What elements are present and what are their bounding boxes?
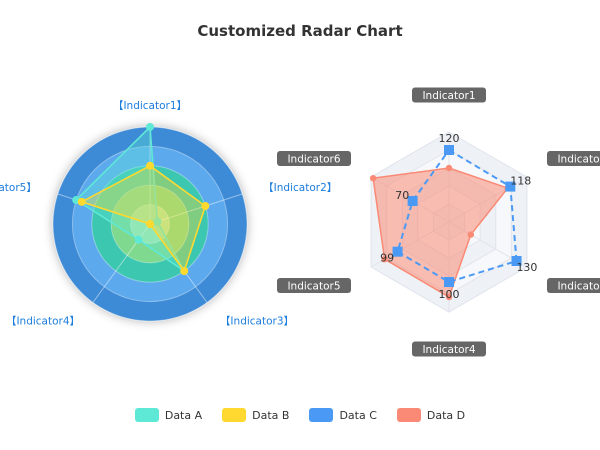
right-point-data-c-1 (444, 145, 454, 155)
left-point-data-a-1 (146, 123, 154, 131)
chart-title: Customized Radar Chart (197, 22, 403, 40)
legend-item-data-d[interactable]: Data D (396, 408, 466, 422)
right-data-label-6: 70 (395, 189, 409, 202)
right-point-data-d-4 (445, 293, 453, 301)
legend-swatch (222, 408, 247, 422)
right-indicator-label-4: Indicator4 (422, 344, 475, 356)
left-indicator-label-1: 【Indicator1】 (113, 100, 187, 112)
right-data-label-2: 118 (510, 175, 531, 188)
left-indicator-label-3: 【Indicator3】 (220, 315, 294, 327)
left-radar: 【Indicator1】【Indicator2】【Indicator3】 【Ind… (0, 100, 337, 327)
right-point-data-c-6 (407, 196, 418, 206)
right-indicator-label-1: Indicator1 (422, 90, 475, 102)
legend-item-data-b[interactable]: Data B (222, 408, 289, 422)
right-point-data-d-5 (381, 256, 388, 263)
right-point-data-c-4 (444, 277, 454, 287)
left-point-data-b-3 (180, 267, 189, 276)
left-indicator-label-4: 【Indicator4】 (6, 315, 80, 327)
right-data-label-5: 99 (380, 252, 394, 265)
left-point-data-b-1 (146, 161, 154, 170)
right-data-label-1: 120 (439, 132, 460, 145)
left-indicator-label-5: 【Indicator5】 (0, 182, 37, 194)
right-indicator-box-5 (277, 278, 352, 293)
right-indicator-box-2 (546, 151, 600, 166)
legend-swatch (134, 408, 159, 422)
left-point-data-b-2 (201, 202, 210, 211)
left-point-data-a-4 (134, 235, 143, 244)
legend-label: Data D (426, 408, 466, 422)
right-radar: 1201181301009970Indicator1Indicator2Indi… (277, 87, 600, 357)
legend: Data A Data B Data C Data D (0, 408, 600, 422)
left-point-data-b-5 (77, 197, 86, 206)
right-indicator-label-3: Indicator3 (557, 281, 600, 293)
right-indicator-label-2: Indicator2 (557, 154, 600, 166)
right-indicator-box-4 (412, 341, 486, 357)
right-indicator-box-6 (277, 151, 352, 166)
legend-label: Data C (339, 408, 377, 422)
right-point-data-c-3 (511, 256, 522, 266)
right-point-data-d-6 (369, 175, 377, 182)
right-point-data-c-5 (392, 246, 403, 257)
right-point-data-d-1 (445, 164, 453, 172)
right-point-data-c-2 (505, 181, 516, 192)
left-area-data-b (79, 164, 207, 273)
legend-label: Data A (164, 408, 203, 422)
right-data-label-3: 130 (516, 261, 537, 274)
legend-item-data-c[interactable]: Data C (309, 408, 377, 422)
left-point-data-a-2 (153, 217, 162, 226)
right-indicator-box-1 (412, 87, 486, 103)
right-indicator-box-3 (546, 278, 600, 293)
legend-label: Data B (252, 408, 290, 422)
left-point-data-b-4 (146, 220, 154, 228)
legend-swatch (396, 408, 421, 422)
right-indicator-label-6: Indicator6 (287, 154, 340, 166)
right-indicator-label-5: Indicator5 (287, 281, 340, 293)
legend-item-data-a[interactable]: Data A (134, 408, 203, 422)
left-axis-2 (149, 193, 243, 225)
right-point-data-d-3 (467, 231, 475, 238)
left-indicator-label-2: 【Indicator2】 (263, 182, 337, 194)
right-data-label-4: 100 (439, 288, 460, 301)
legend-swatch (309, 408, 334, 422)
